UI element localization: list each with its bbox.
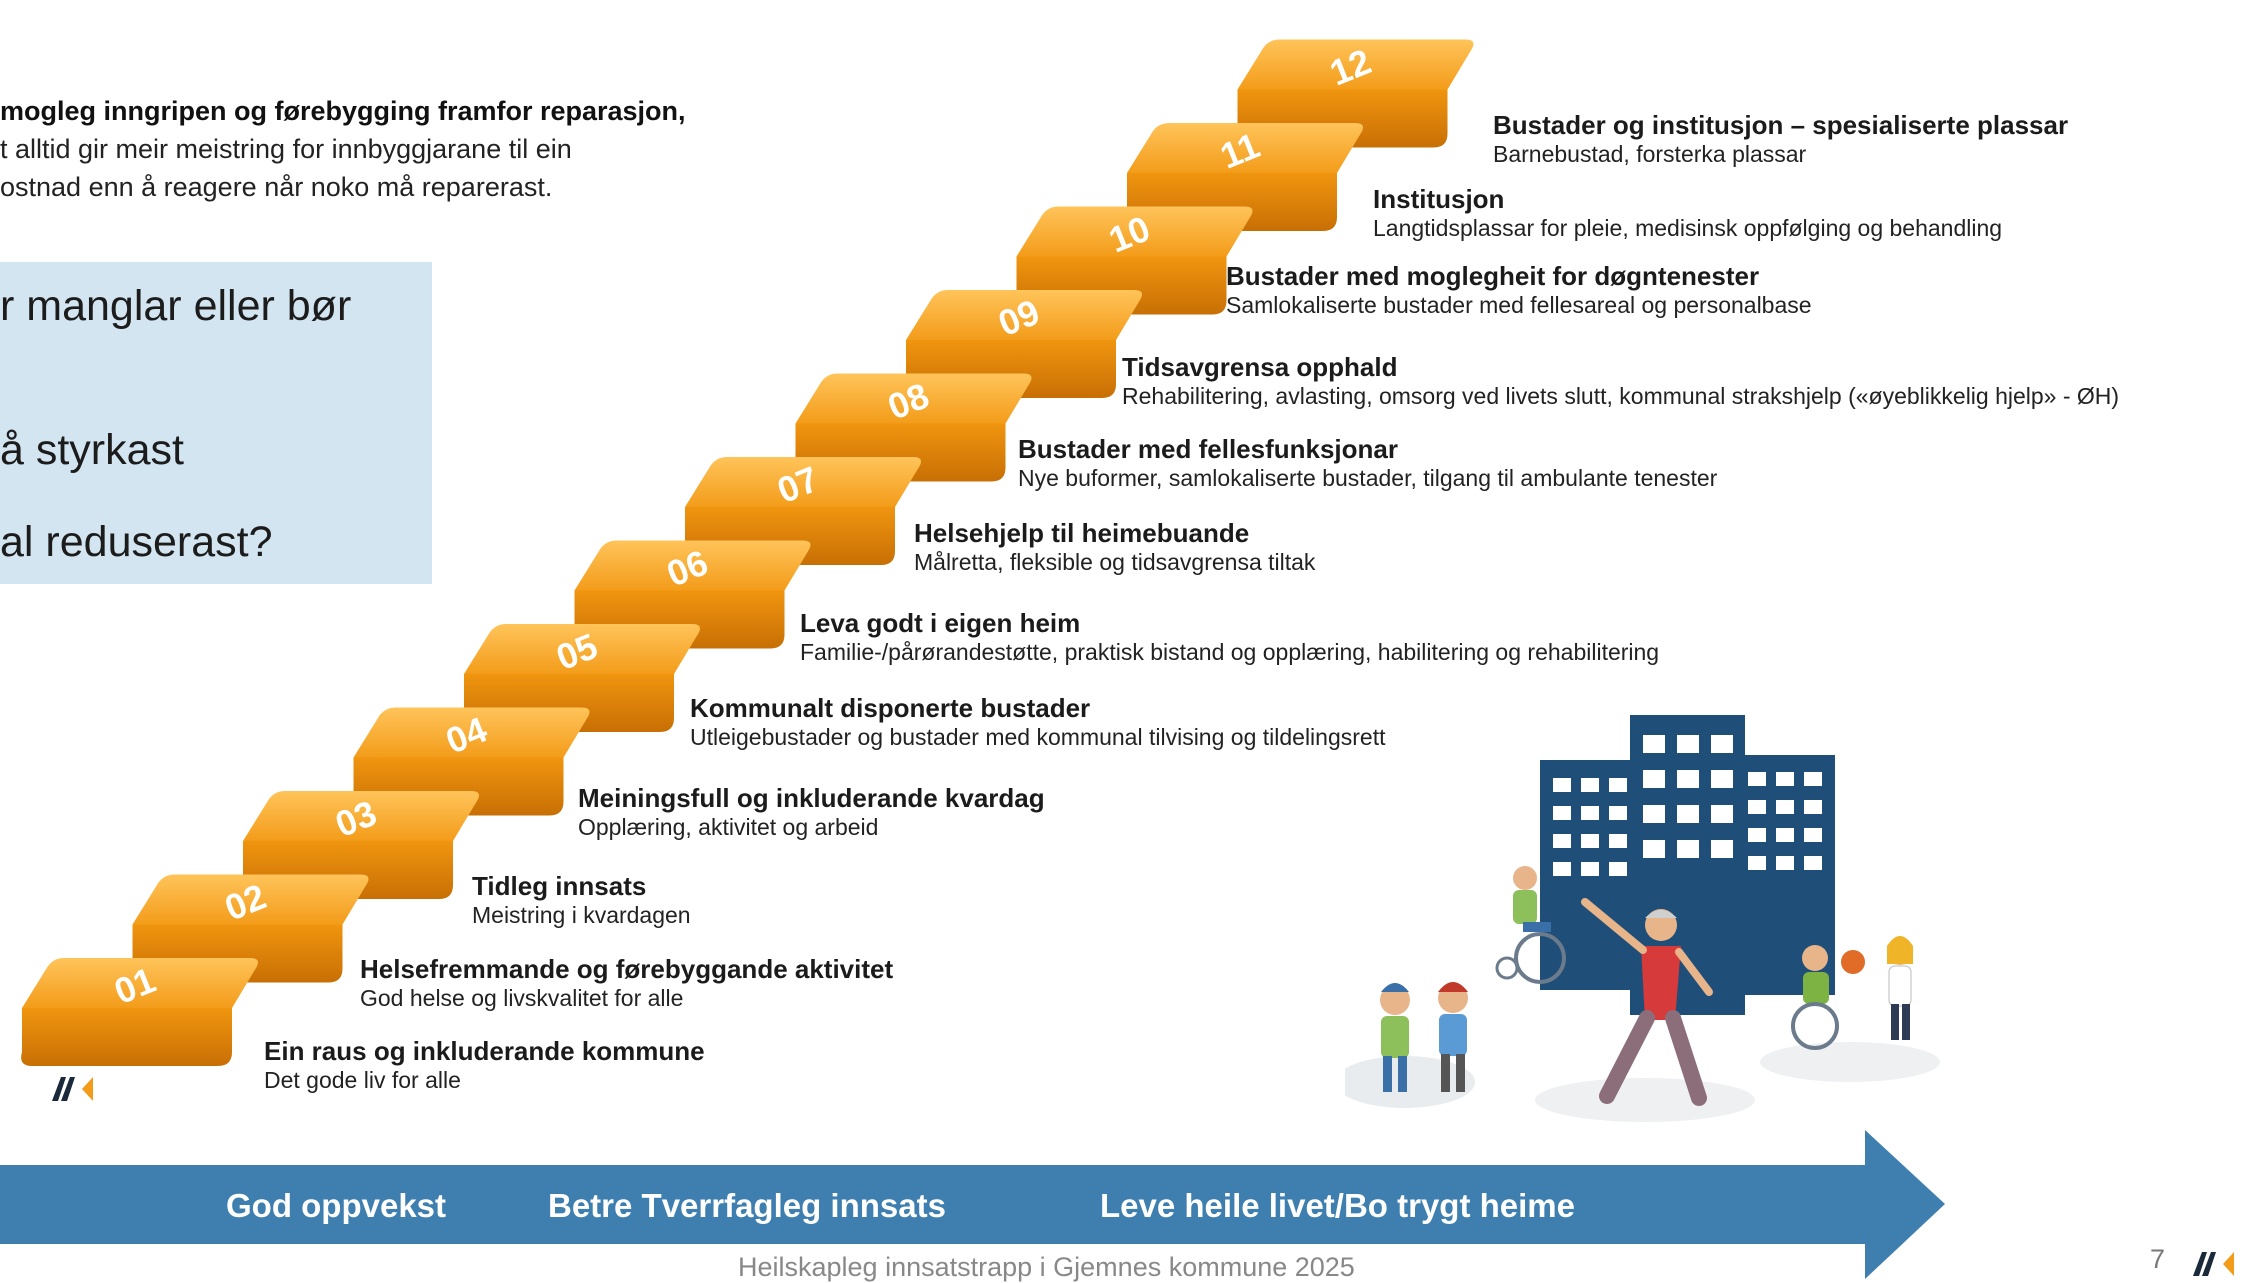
step-title: Tidleg innsats xyxy=(472,871,647,901)
stair-step-12: 12 xyxy=(1236,39,1474,148)
stair-top xyxy=(906,290,1142,340)
ground-shadow xyxy=(1345,1056,1475,1108)
step-title: Leva godt i eigen heim xyxy=(800,608,1081,638)
stair-top xyxy=(685,457,921,507)
stair-step-01: 01 xyxy=(21,958,258,1066)
step-label-09: Tidsavgrensa opphald Rehabilitering, avl… xyxy=(1122,352,2119,410)
stair-top xyxy=(132,874,369,925)
stair-top xyxy=(795,373,1032,424)
stair-top xyxy=(243,791,479,841)
question-1: r manglar eller bør xyxy=(0,282,352,330)
step-title: Ein raus og inkluderande kommune xyxy=(264,1036,705,1066)
stair-top xyxy=(574,540,811,591)
wheelchair-person-icon xyxy=(1495,866,1566,984)
step-title: Bustader med fellesfunksjonar xyxy=(1018,434,1398,464)
step-label-02: Helsefremmande og førebyggande aktivitet… xyxy=(360,954,893,1012)
question-3: al reduserast? xyxy=(0,518,273,566)
step-title: Helsehjelp til heimebuande xyxy=(914,518,1250,548)
step-label-01: Ein raus og inkluderande kommune Det god… xyxy=(264,1036,705,1094)
stair-front xyxy=(21,1008,232,1066)
stair-top xyxy=(1016,206,1253,257)
step-label-07: Helsehjelp til heimebuande Målretta, fle… xyxy=(914,518,1315,576)
stair-top xyxy=(353,707,590,758)
ball-players-icon xyxy=(1791,936,1913,1050)
step-title: Meiningsfull og inkluderande kvardag xyxy=(578,783,1045,813)
step-subtitle: Samlokaliserte bustader med fellesareal … xyxy=(1226,292,1812,318)
step-label-03: Tidleg innsats Meistring i kvardagen xyxy=(472,871,691,929)
stair-top xyxy=(464,624,700,674)
stair-top xyxy=(1127,123,1363,173)
arrow-label-tverrfagleg: Betre Tverrfagleg innsats xyxy=(548,1187,946,1224)
question-2: å styrkast xyxy=(0,426,184,474)
step-label-04: Meiningsfull og inkluderande kvardag Opp… xyxy=(578,783,1045,841)
step-label-08: Bustader med fellesfunksjonar Nye buform… xyxy=(1018,434,1717,492)
questions-box: r manglar eller bør å styrkast al reduse… xyxy=(0,262,432,584)
intro-text: mogleg inngripen og førebygging framfor … xyxy=(0,92,860,206)
step-subtitle: Meistring i kvardagen xyxy=(472,902,691,928)
step-subtitle: Utleigebustader og bustader med kommunal… xyxy=(690,724,1386,750)
intro-line-1: mogleg inngripen og førebygging framfor … xyxy=(0,96,686,126)
children-icon xyxy=(1380,982,1468,1092)
exercising-elder-icon xyxy=(1581,898,1713,1106)
step-subtitle: Opplæring, aktivitet og arbeid xyxy=(578,814,879,840)
logo-icon xyxy=(2193,1252,2234,1276)
step-subtitle: Målretta, fleksible og tidsavgrensa tilt… xyxy=(914,549,1316,575)
arrow-label-leve-heile-livet: Leve heile livet/Bo trygt heime xyxy=(1100,1187,1575,1224)
stair-top xyxy=(1237,39,1474,90)
footer-text: Heilskapleg innsatstrapp i Gjemnes kommu… xyxy=(738,1252,1355,1282)
ground-shadow xyxy=(1535,1078,1755,1122)
progress-arrow xyxy=(0,1130,1945,1279)
people-building-illustration xyxy=(1345,715,1940,1122)
step-title: Tidsavgrensa opphald xyxy=(1122,352,1398,382)
step-title: Bustader med moglegheit for døgntenester xyxy=(1226,261,1760,291)
page-number: 7 xyxy=(2150,1244,2166,1274)
step-subtitle: Familie-/pårørandestøtte, praktisk bista… xyxy=(800,639,1660,665)
step-subtitle: Langtidsplassar for pleie, medisinsk opp… xyxy=(1373,215,2003,241)
stair-top xyxy=(22,958,258,1008)
step-title: Bustader og institusjon – spesialiserte … xyxy=(1493,110,2069,140)
intro-line-2: t alltid gir meir meistring for innbyggj… xyxy=(0,134,572,164)
step-label-11: Institusjon Langtidsplassar for pleie, m… xyxy=(1373,184,2002,242)
stair-step-02: 02 xyxy=(131,874,369,983)
ground-shadow xyxy=(1760,1042,1940,1082)
intro-line-3: ostnad enn å reagere når noko må reparer… xyxy=(0,172,553,202)
step-label-10: Bustader med moglegheit for døgntenester… xyxy=(1226,261,1812,319)
step-title: Institusjon xyxy=(1373,184,1505,214)
step-subtitle: Nye buformer, samlokaliserte bustader, t… xyxy=(1018,465,1718,491)
arrow-label-oppvekst: God oppvekst xyxy=(226,1187,447,1224)
step-subtitle: Det gode liv for alle xyxy=(264,1067,461,1093)
step-title: Helsefremmande og førebyggande aktivitet xyxy=(360,954,894,984)
step-subtitle: Barnebustad, forsterka plassar xyxy=(1493,141,1807,167)
step-subtitle: Rehabilitering, avlasting, omsorg ved li… xyxy=(1122,383,2120,409)
logo-icon xyxy=(52,1077,93,1101)
step-label-12: Bustader og institusjon – spesialiserte … xyxy=(1493,110,2068,168)
step-title: Kommunalt disponerte bustader xyxy=(690,693,1091,723)
step-label-06: Leva godt i eigen heim Familie-/pårørand… xyxy=(800,608,1659,666)
step-label-05: Kommunalt disponerte bustader Utleigebus… xyxy=(690,693,1385,751)
step-subtitle: God helse og livskvalitet for alle xyxy=(360,985,684,1011)
